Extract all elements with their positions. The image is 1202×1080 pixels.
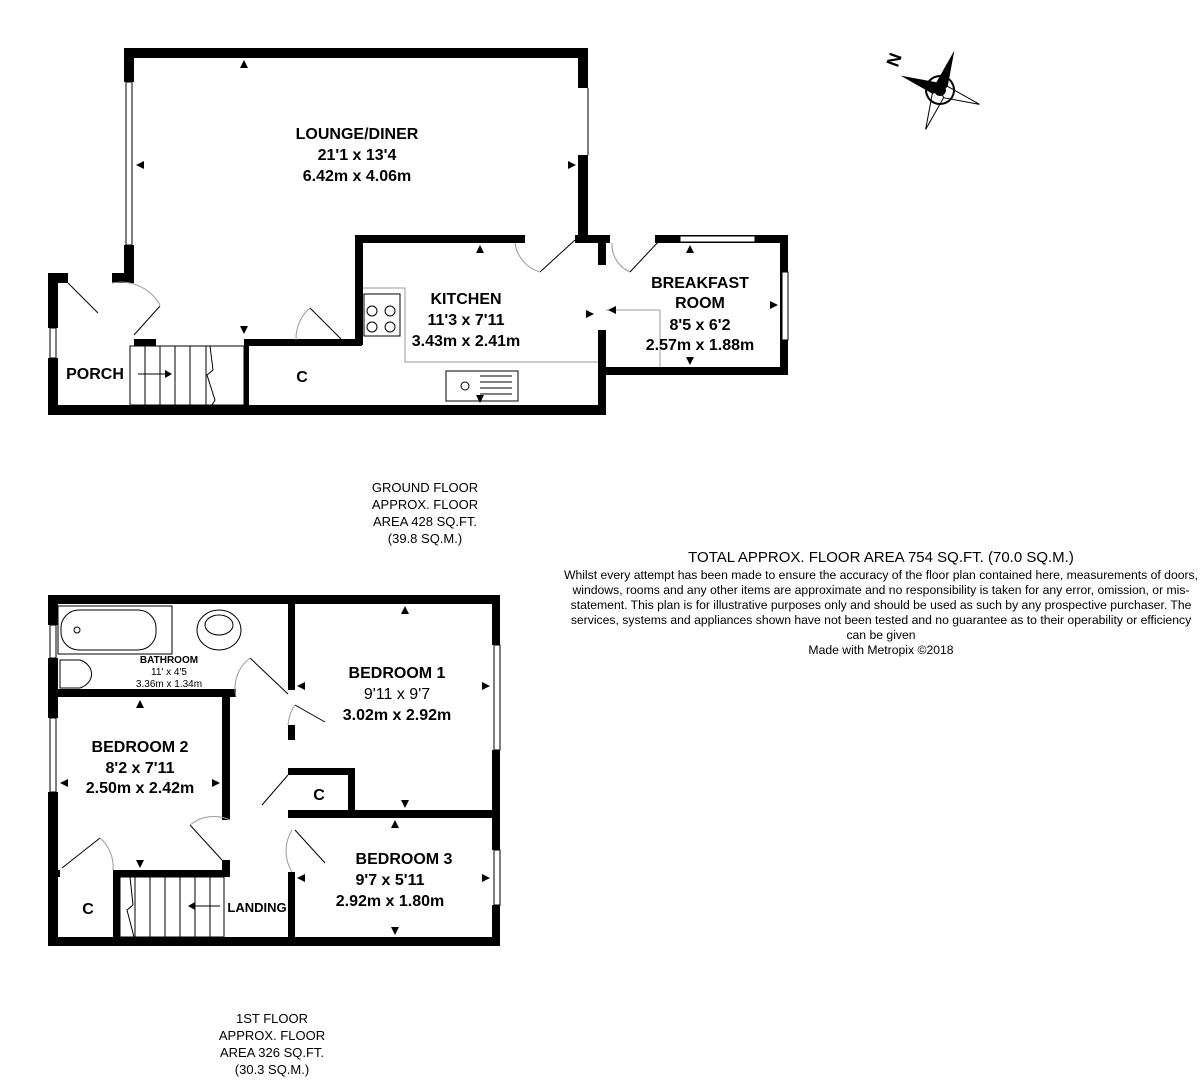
first-arrows <box>60 606 490 935</box>
bedroom2-imperial: 8'2 x 7'11 <box>105 760 174 777</box>
ground-caption-line: APPROX. FLOOR <box>372 497 478 512</box>
bedroom2-metric: 2.50m x 2.42m <box>86 780 195 797</box>
kitchen-imperial: 11'3 x 7'11 <box>427 312 504 329</box>
bedroom3-imperial: 9'7 x 5'11 <box>355 872 424 889</box>
bathroom-name: BATHROOM <box>140 655 198 666</box>
first-cupboard-2: C <box>82 901 94 918</box>
credit-text: Made with Metropix ©2018 <box>808 643 954 657</box>
breakfast-name-2: ROOM <box>675 295 725 312</box>
compass-rose-icon <box>900 50 980 130</box>
total-area: TOTAL APPROX. FLOOR AREA 754 SQ.FT. (70.… <box>688 549 1074 566</box>
hob-icon <box>363 293 401 337</box>
bathroom-metric: 3.36m x 1.34m <box>136 679 202 690</box>
bathroom-imperial: 11' x 4'5 <box>151 667 187 678</box>
bedroom3-metric: 2.92m x 1.80m <box>336 893 445 910</box>
landing-name: LANDING <box>227 900 286 915</box>
breakfast-metric: 2.57m x 1.88m <box>646 337 755 354</box>
lounge-metric: 6.42m x 4.06m <box>303 168 412 185</box>
lounge-name: LOUNGE/DINER <box>296 126 419 143</box>
ground-caption-line: GROUND FLOOR <box>372 480 478 495</box>
ground-caption-line: AREA 428 SQ.FT. <box>373 514 477 529</box>
first-stairs <box>119 876 225 938</box>
first-cupboard-1: C <box>313 787 325 804</box>
ground-cupboard: C <box>296 369 308 386</box>
ground-arrows <box>136 60 778 403</box>
bedroom1-metric: 3.02m x 2.92m <box>343 707 452 724</box>
kitchen-metric: 3.43m x 2.41m <box>412 333 521 350</box>
lounge-imperial: 21'1 x 13'4 <box>318 147 397 164</box>
first-caption-line: AREA 326 SQ.FT. <box>220 1045 324 1060</box>
first-floor-walls <box>48 595 501 946</box>
bath-icon <box>57 605 173 655</box>
sink-icon <box>445 370 519 402</box>
first-caption-line: (30.3 SQ.M.) <box>235 1062 309 1077</box>
toilet-icon <box>59 659 92 689</box>
compass-north-label: N <box>883 50 906 69</box>
first-floor-fittings <box>57 605 326 938</box>
ground-stairs <box>129 345 245 406</box>
first-caption-line: 1ST FLOOR <box>236 1011 308 1026</box>
bedroom3-name: BEDROOM 3 <box>356 851 453 868</box>
ground-caption-line: (39.8 SQ.M.) <box>388 531 462 546</box>
basin-icon <box>196 609 242 651</box>
bedroom2-name: BEDROOM 2 <box>92 739 189 756</box>
bedroom1-name: BEDROOM 1 <box>349 665 446 682</box>
bedroom1-imperial: 9'11 x 9'7 <box>364 686 430 703</box>
ground-floor-walls <box>48 48 789 415</box>
disclaimer-block: TOTAL APPROX. FLOOR AREA 754 SQ.FT. (70.… <box>560 550 1202 658</box>
porch-name: PORCH <box>66 366 124 383</box>
breakfast-name-1: BREAKFAST <box>651 275 749 292</box>
breakfast-imperial: 8'5 x 6'2 <box>670 317 731 334</box>
first-caption-line: APPROX. FLOOR <box>219 1028 325 1043</box>
kitchen-name: KITCHEN <box>430 291 501 308</box>
ground-floor-doors <box>67 239 661 406</box>
disclaimer-text: Whilst every attempt has been made to en… <box>563 568 1199 642</box>
